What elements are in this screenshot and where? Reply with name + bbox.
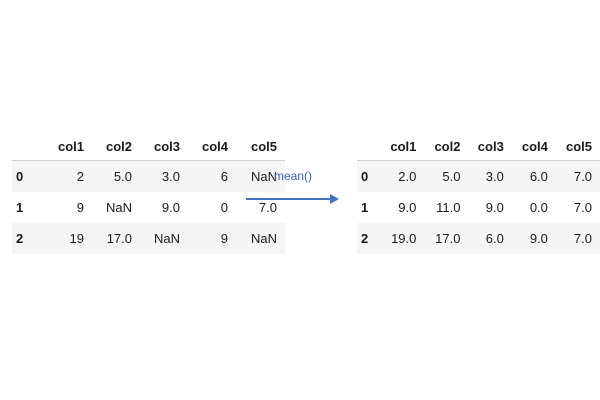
table-cell: 0	[220, 200, 228, 215]
table-cell: 11.0	[436, 200, 461, 215]
table-cell: 9.0	[398, 200, 417, 215]
table-cell: 2.0	[398, 169, 417, 184]
table-cell: 19.0	[391, 231, 417, 246]
row-index: 2	[361, 231, 369, 246]
index-header	[357, 132, 381, 161]
column-header-col2: col2	[92, 132, 140, 161]
column-header-col5: col5	[236, 132, 285, 161]
header-row: col1 col2 col3 col4 col5	[357, 132, 600, 161]
table-cell: 0.0	[529, 200, 548, 215]
row-index: 0	[16, 169, 24, 184]
table-cell: 7.0	[258, 200, 277, 215]
table-cell: 2	[76, 169, 84, 184]
table-cell: 6	[220, 169, 228, 184]
column-header-col5: col5	[555, 132, 600, 161]
table-row: 2 19 17.0 NaN 9 NaN	[12, 223, 285, 254]
result-dataframe-table: col1 col2 col3 col4 col5 0 2.0 5.0 3.0 6…	[357, 132, 600, 254]
table-cell: 5.0	[442, 169, 461, 184]
row-index: 1	[361, 200, 369, 215]
header-row: col1 col2 col3 col4 col5	[12, 132, 285, 161]
table-cell: NaN	[105, 200, 132, 215]
table-cell: NaN	[250, 169, 277, 184]
table-row: 0 2.0 5.0 3.0 6.0 7.0	[357, 160, 600, 192]
column-header-col4: col4	[188, 132, 236, 161]
table-cell: 6.0	[485, 231, 504, 246]
operation-label: mean()	[273, 169, 312, 183]
table-cell: 3.0	[161, 169, 180, 184]
table-row: 1 9.0 11.0 9.0 0.0 7.0	[357, 192, 600, 223]
table-row: 2 19.0 17.0 6.0 9.0 7.0	[357, 223, 600, 254]
row-index: 1	[16, 200, 24, 215]
table-cell: 9	[76, 200, 84, 215]
table-cell: 17.0	[435, 231, 461, 246]
table-cell: 9.0	[161, 200, 180, 215]
table-cell: 9.0	[485, 200, 504, 215]
table-cell: 7.0	[573, 169, 592, 184]
table-cell: NaN	[250, 231, 277, 246]
row-index: 2	[16, 231, 24, 246]
table-cell: 17.0	[106, 231, 132, 246]
table-cell: 19	[69, 231, 84, 246]
input-dataframe-table: col1 col2 col3 col4 col5 0 2 5.0 3.0 6 N…	[12, 132, 285, 254]
table-cell: 5.0	[113, 169, 132, 184]
column-header-col3: col3	[468, 132, 512, 161]
index-header	[12, 132, 44, 161]
table-cell: 3.0	[485, 169, 504, 184]
table-cell: 9.0	[529, 231, 548, 246]
column-header-col4: col4	[511, 132, 556, 161]
right-arrow-icon	[246, 194, 339, 204]
column-header-col1: col1	[44, 132, 92, 161]
table-cell: 7.0	[573, 231, 592, 246]
row-index: 0	[361, 169, 369, 184]
column-header-col3: col3	[140, 132, 188, 161]
column-header-col1: col1	[380, 132, 425, 161]
table-row: 1 9 NaN 9.0 0 7.0	[12, 192, 285, 223]
column-header-col2: col2	[424, 132, 469, 161]
table-cell: 9	[220, 231, 228, 246]
table-cell: NaN	[153, 231, 180, 246]
table-row: 0 2 5.0 3.0 6 NaN	[12, 160, 285, 192]
table-cell: 6.0	[529, 169, 548, 184]
table-cell: 7.0	[573, 200, 592, 215]
